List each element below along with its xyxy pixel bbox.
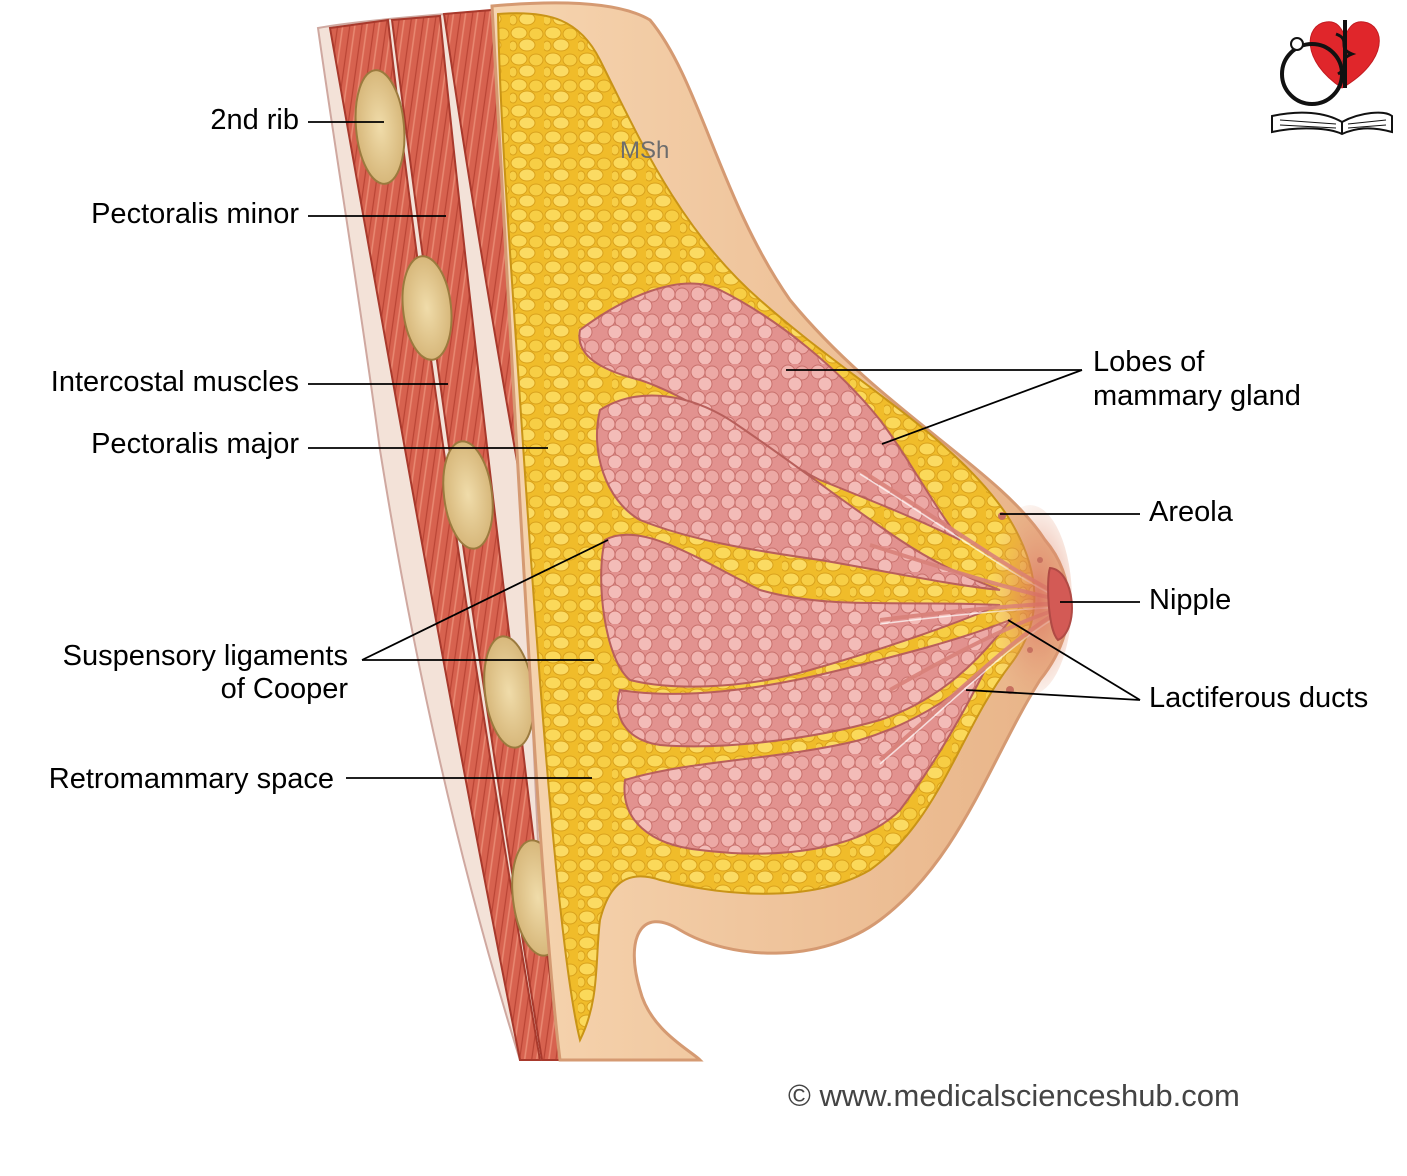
- rib-3: [401, 255, 453, 361]
- gland-lobe-lower-mid: [616, 617, 1013, 748]
- nipple: [1047, 566, 1073, 642]
- stethoscope-ring-icon: [1280, 42, 1344, 106]
- gland-lobe-middle: [600, 533, 1001, 688]
- label-lobes-line2: mammary gland: [1093, 380, 1301, 412]
- label-nipple: Nipple: [1149, 584, 1232, 616]
- label-intercostal-muscles: Intercostal muscles: [50, 366, 299, 398]
- label-lactiferous-ducts: Lactiferous ducts: [1149, 682, 1369, 714]
- label-areola: Areola: [1149, 496, 1233, 528]
- label-suspensory-ligaments-line2: of Cooper: [220, 673, 348, 705]
- gland-lobe-upper: [578, 282, 961, 541]
- label-lobes-line1: Lobes of: [1093, 346, 1205, 378]
- copyright-text: © www.medicalscienceshub.com: [788, 1078, 1240, 1113]
- label-pectoralis-minor: Pectoralis minor: [91, 198, 299, 230]
- label-suspensory-ligaments-line1: Suspensory ligaments: [62, 640, 348, 672]
- label-retromammary-space: Retromammary space: [48, 763, 334, 795]
- watermark-text: MSh: [620, 137, 670, 164]
- leader-lines: [308, 121, 1141, 779]
- label-2nd-rib: 2nd rib: [210, 104, 299, 136]
- areola: [988, 505, 1072, 695]
- label-pectoralis-major: Pectoralis major: [91, 428, 299, 460]
- rib-2: [354, 69, 406, 185]
- rib-4: [442, 440, 494, 550]
- gland-lobe-lower: [623, 669, 986, 855]
- site-logo: [1271, 20, 1393, 136]
